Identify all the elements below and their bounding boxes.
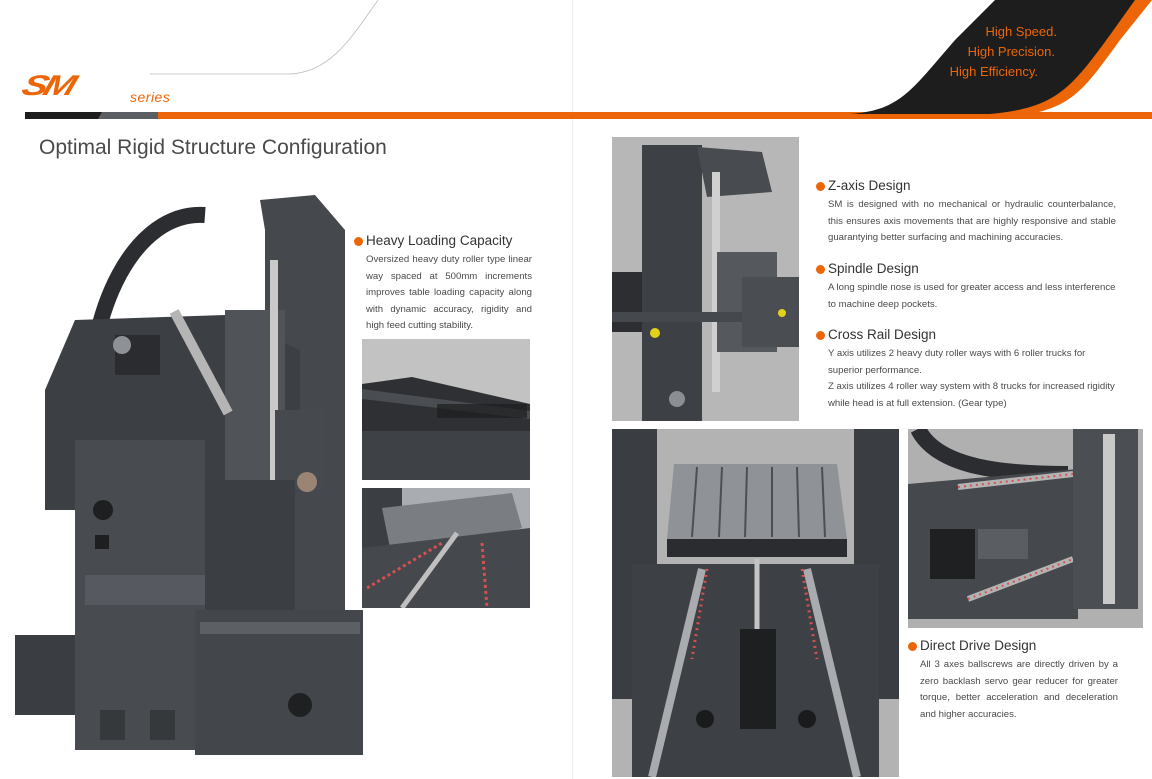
feature-heavy-loading-capacity: Heavy Loading Capacity Oversized heavy d… xyxy=(354,233,532,335)
page-title: Optimal Rigid Structure Configuration xyxy=(39,136,387,159)
cross-rail-drive-photo xyxy=(908,429,1143,628)
z-axis-head-photo xyxy=(612,137,799,421)
bullet-icon xyxy=(816,265,825,274)
feature-body: All 3 axes ballscrews are directly drive… xyxy=(920,659,1118,720)
feature-title: Spindle Design xyxy=(816,261,1116,277)
feature-body-line-2: Z axis utilizes 4 roller way system with… xyxy=(828,381,1115,409)
feature-spindle-design: Spindle Design A long spindle nose is us… xyxy=(816,261,1116,313)
feature-body-line-1: Y axis utilizes 2 heavy duty roller ways… xyxy=(828,348,1086,376)
header-stripe-grey xyxy=(97,112,163,119)
bullet-icon xyxy=(816,182,825,191)
slogan-high-efficiency: High Efficiency. xyxy=(949,64,1038,79)
decorative-curve-line xyxy=(150,0,379,75)
slogan-high-speed: High Speed. xyxy=(985,24,1057,39)
bullet-icon xyxy=(816,331,825,340)
header-stripe-black xyxy=(25,112,103,119)
slogan-banner xyxy=(850,0,1152,118)
header-stripe-orange xyxy=(158,112,1152,119)
feature-direct-drive-design: Direct Drive Design All 3 axes ballscrew… xyxy=(908,638,1118,723)
table-ballscrew-photo xyxy=(362,488,530,608)
feature-body: A long spindle nose is used for greater … xyxy=(828,282,1116,310)
machine-gantry-structure-photo xyxy=(15,190,363,755)
bullet-icon xyxy=(354,237,363,246)
table-and-ways-photo xyxy=(612,429,899,777)
feature-cross-rail-design: Cross Rail Design Y axis utilizes 2 heav… xyxy=(816,327,1116,412)
slogan-high-precision: High Precision. xyxy=(967,44,1055,59)
feature-z-axis-design: Z-axis Design SM is designed with no mec… xyxy=(816,178,1116,247)
feature-body: Oversized heavy duty roller type linear … xyxy=(366,254,532,331)
logo-series-text: series xyxy=(130,89,171,105)
feature-title: Z-axis Design xyxy=(816,178,1116,194)
feature-body: SM is designed with no mechanical or hyd… xyxy=(828,199,1116,243)
table-side-detail-photo xyxy=(362,339,530,480)
feature-title: Heavy Loading Capacity xyxy=(354,233,532,249)
feature-title: Cross Rail Design xyxy=(816,327,1116,343)
feature-title: Direct Drive Design xyxy=(908,638,1118,654)
logo-sm-text: SM xyxy=(17,70,77,102)
bullet-icon xyxy=(908,642,917,651)
